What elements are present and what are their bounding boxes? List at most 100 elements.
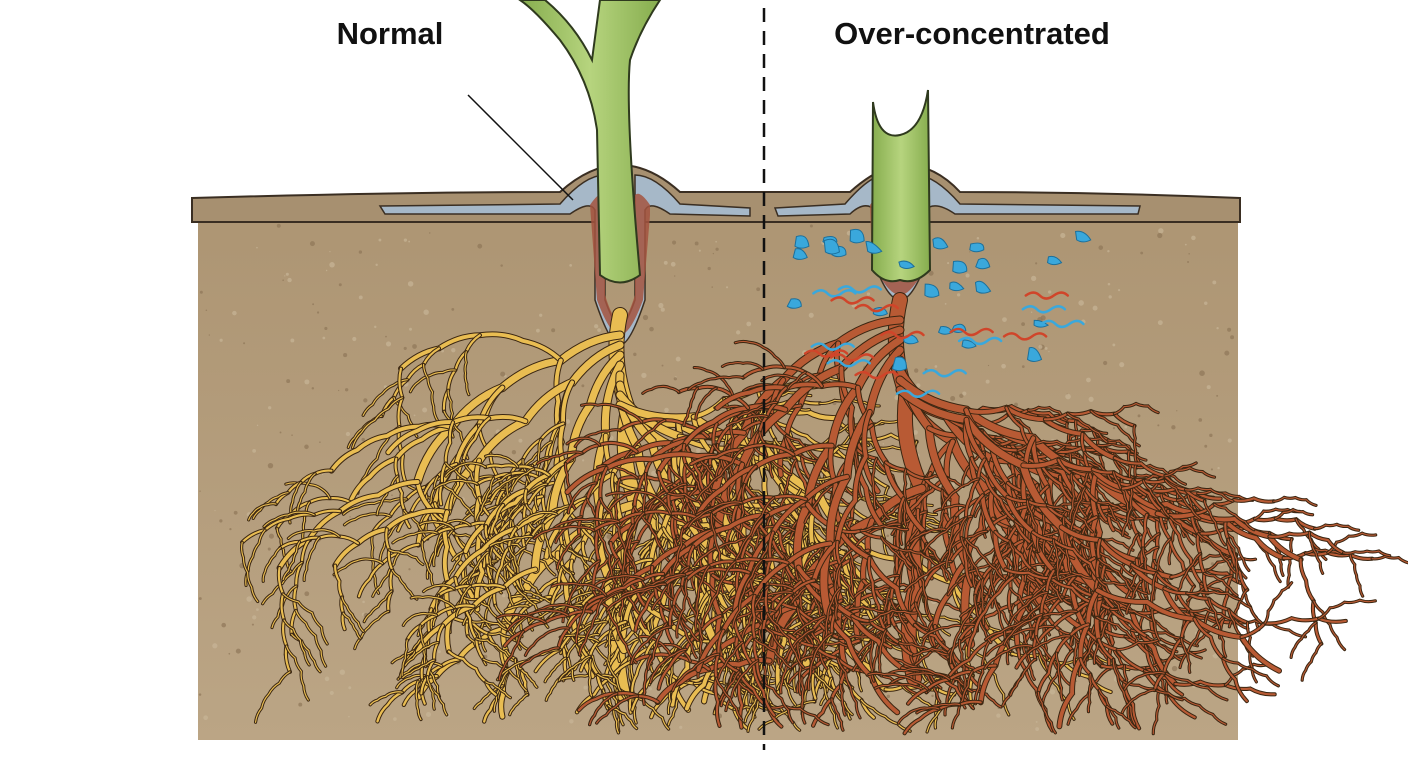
root-branch (860, 525, 909, 532)
soil-speckle (1049, 689, 1056, 695)
root-branch (485, 681, 511, 699)
soil-speckle (385, 335, 387, 338)
root-branch (1213, 503, 1255, 531)
root-branch (642, 385, 680, 394)
soil-speckle (374, 325, 377, 329)
root-branch (295, 609, 327, 667)
root-branch (911, 641, 944, 671)
soil-speckle (345, 388, 349, 392)
root-branch (850, 559, 855, 596)
soil-speckle (859, 694, 861, 696)
soil-speckle (325, 269, 328, 272)
root-branch (517, 511, 558, 526)
root-branch (342, 612, 361, 639)
root-branch (463, 596, 506, 628)
root-branch (402, 659, 435, 679)
soil-speckle (664, 407, 669, 413)
soil-speckle (1048, 350, 1050, 353)
soil-speckle (511, 450, 517, 455)
soil-speckle (284, 275, 286, 277)
soil-speckle (228, 652, 231, 655)
root-branch (792, 614, 829, 636)
soil-speckle (378, 238, 382, 242)
soil-speckle (959, 393, 964, 399)
root-branch (715, 677, 743, 720)
damage-fragment (1074, 230, 1092, 243)
root-branch (837, 657, 861, 719)
soil-speckle (1184, 243, 1187, 246)
root-branch (899, 642, 949, 656)
root-branch (967, 688, 1002, 708)
root-branch (519, 647, 560, 667)
root-branch (455, 585, 472, 617)
soil-speckle (462, 536, 466, 540)
soil-speckle (1216, 326, 1219, 330)
root-branch (263, 511, 315, 528)
soil-speckle (408, 240, 411, 243)
soil-speckle (597, 328, 601, 333)
soil-speckle (412, 344, 417, 349)
root-branch (754, 638, 792, 669)
root-branch (737, 401, 778, 418)
root-branch (402, 612, 438, 626)
root-branch (872, 458, 878, 510)
root-branch (521, 669, 538, 688)
soil-speckle (1044, 346, 1048, 350)
soil-speckle (987, 364, 990, 367)
soil-speckle (746, 321, 752, 327)
root-branch (371, 531, 380, 594)
soil-speckle (808, 312, 814, 318)
damage-streak (949, 327, 994, 337)
soil-speckle (948, 502, 951, 505)
soil-speckle (309, 241, 315, 247)
root-branch (297, 473, 316, 513)
soil-speckle (256, 608, 259, 612)
soil-speckle (198, 597, 202, 601)
root-branch (721, 361, 764, 370)
soil-speckle (1098, 245, 1104, 250)
root-branch (695, 387, 717, 420)
root-branch (1121, 689, 1156, 714)
soil-speckle (1124, 425, 1128, 429)
soil-speckle (500, 371, 506, 377)
soil-speckle (361, 437, 365, 442)
soil-speckle (219, 519, 223, 523)
root-branch (1093, 607, 1116, 664)
root-branch (1240, 617, 1347, 639)
root-branch (415, 680, 422, 721)
soil-speckle (276, 223, 281, 228)
root-branch (1144, 645, 1167, 696)
root-branch (1168, 515, 1177, 565)
soil-speckle (944, 302, 947, 305)
damage-fragment (1047, 255, 1063, 266)
soil-speckle (1088, 396, 1094, 402)
root-branch (1342, 550, 1391, 557)
root-branch (605, 677, 624, 726)
soil-speckle (362, 600, 365, 604)
root-branch (676, 579, 688, 638)
root-branch (925, 543, 948, 581)
over-concentrated-label: Over-concentrated (834, 16, 1110, 51)
root-branch (254, 671, 291, 723)
soil-speckle (324, 676, 330, 682)
damage-fragment (849, 228, 865, 244)
root-branch (341, 596, 364, 632)
soil-speckle (886, 534, 890, 538)
soil-speckle (1187, 261, 1190, 264)
root-branch (1026, 500, 1040, 553)
soil-speckle (1038, 344, 1043, 349)
root-branch (1273, 496, 1317, 506)
root-branch (498, 630, 524, 681)
root-branch (899, 548, 939, 567)
root-branch (363, 590, 393, 623)
root-branch (842, 606, 885, 613)
damage-streak (1021, 305, 1067, 314)
soil-speckle (428, 232, 431, 234)
soil-speckle (441, 349, 445, 353)
root-branch (536, 451, 583, 465)
root-branch (1155, 511, 1303, 562)
soil-speckle (663, 260, 668, 265)
soil-speckle (642, 314, 649, 321)
root-branch (1038, 653, 1075, 720)
damage-fragment (975, 257, 991, 270)
